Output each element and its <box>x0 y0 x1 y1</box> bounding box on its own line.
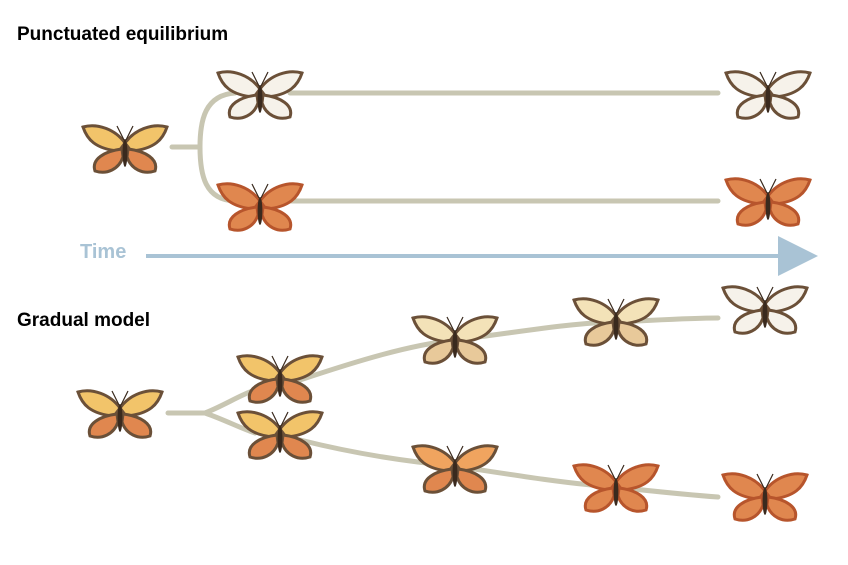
butterfly-gm-lower-2 <box>411 444 499 494</box>
butterfly-gm-ancestor <box>76 389 164 439</box>
butterfly-pe-lower-2 <box>724 177 812 227</box>
punctuated-branches <box>169 90 721 204</box>
butterfly-gm-upper-1 <box>236 354 324 404</box>
pe-split-curve <box>197 90 238 150</box>
butterfly-pe-upper-1 <box>216 70 304 120</box>
butterfly-gm-lower-3 <box>572 463 660 513</box>
butterfly-gm-upper-4 <box>721 285 809 335</box>
punctuated-equilibrium-title: Punctuated equilibrium <box>17 24 229 45</box>
time-axis-label: Time <box>80 241 127 263</box>
gm-upper-lineage-line <box>297 315 721 383</box>
gm-lower-lineage-line <box>297 437 721 500</box>
butterfly-gm-lower-1 <box>236 410 324 460</box>
gradual-model-title: Gradual model <box>17 310 151 331</box>
butterfly-pe-ancestor <box>81 124 169 174</box>
butterfly-gm-lower-4 <box>721 472 809 522</box>
butterfly-gm-upper-3 <box>572 297 660 347</box>
butterfly-pe-lower-1 <box>216 182 304 232</box>
butterfly-gm-upper-2 <box>411 315 499 365</box>
gm-upper-split <box>202 387 258 416</box>
butterfly-pe-upper-2 <box>724 70 812 120</box>
